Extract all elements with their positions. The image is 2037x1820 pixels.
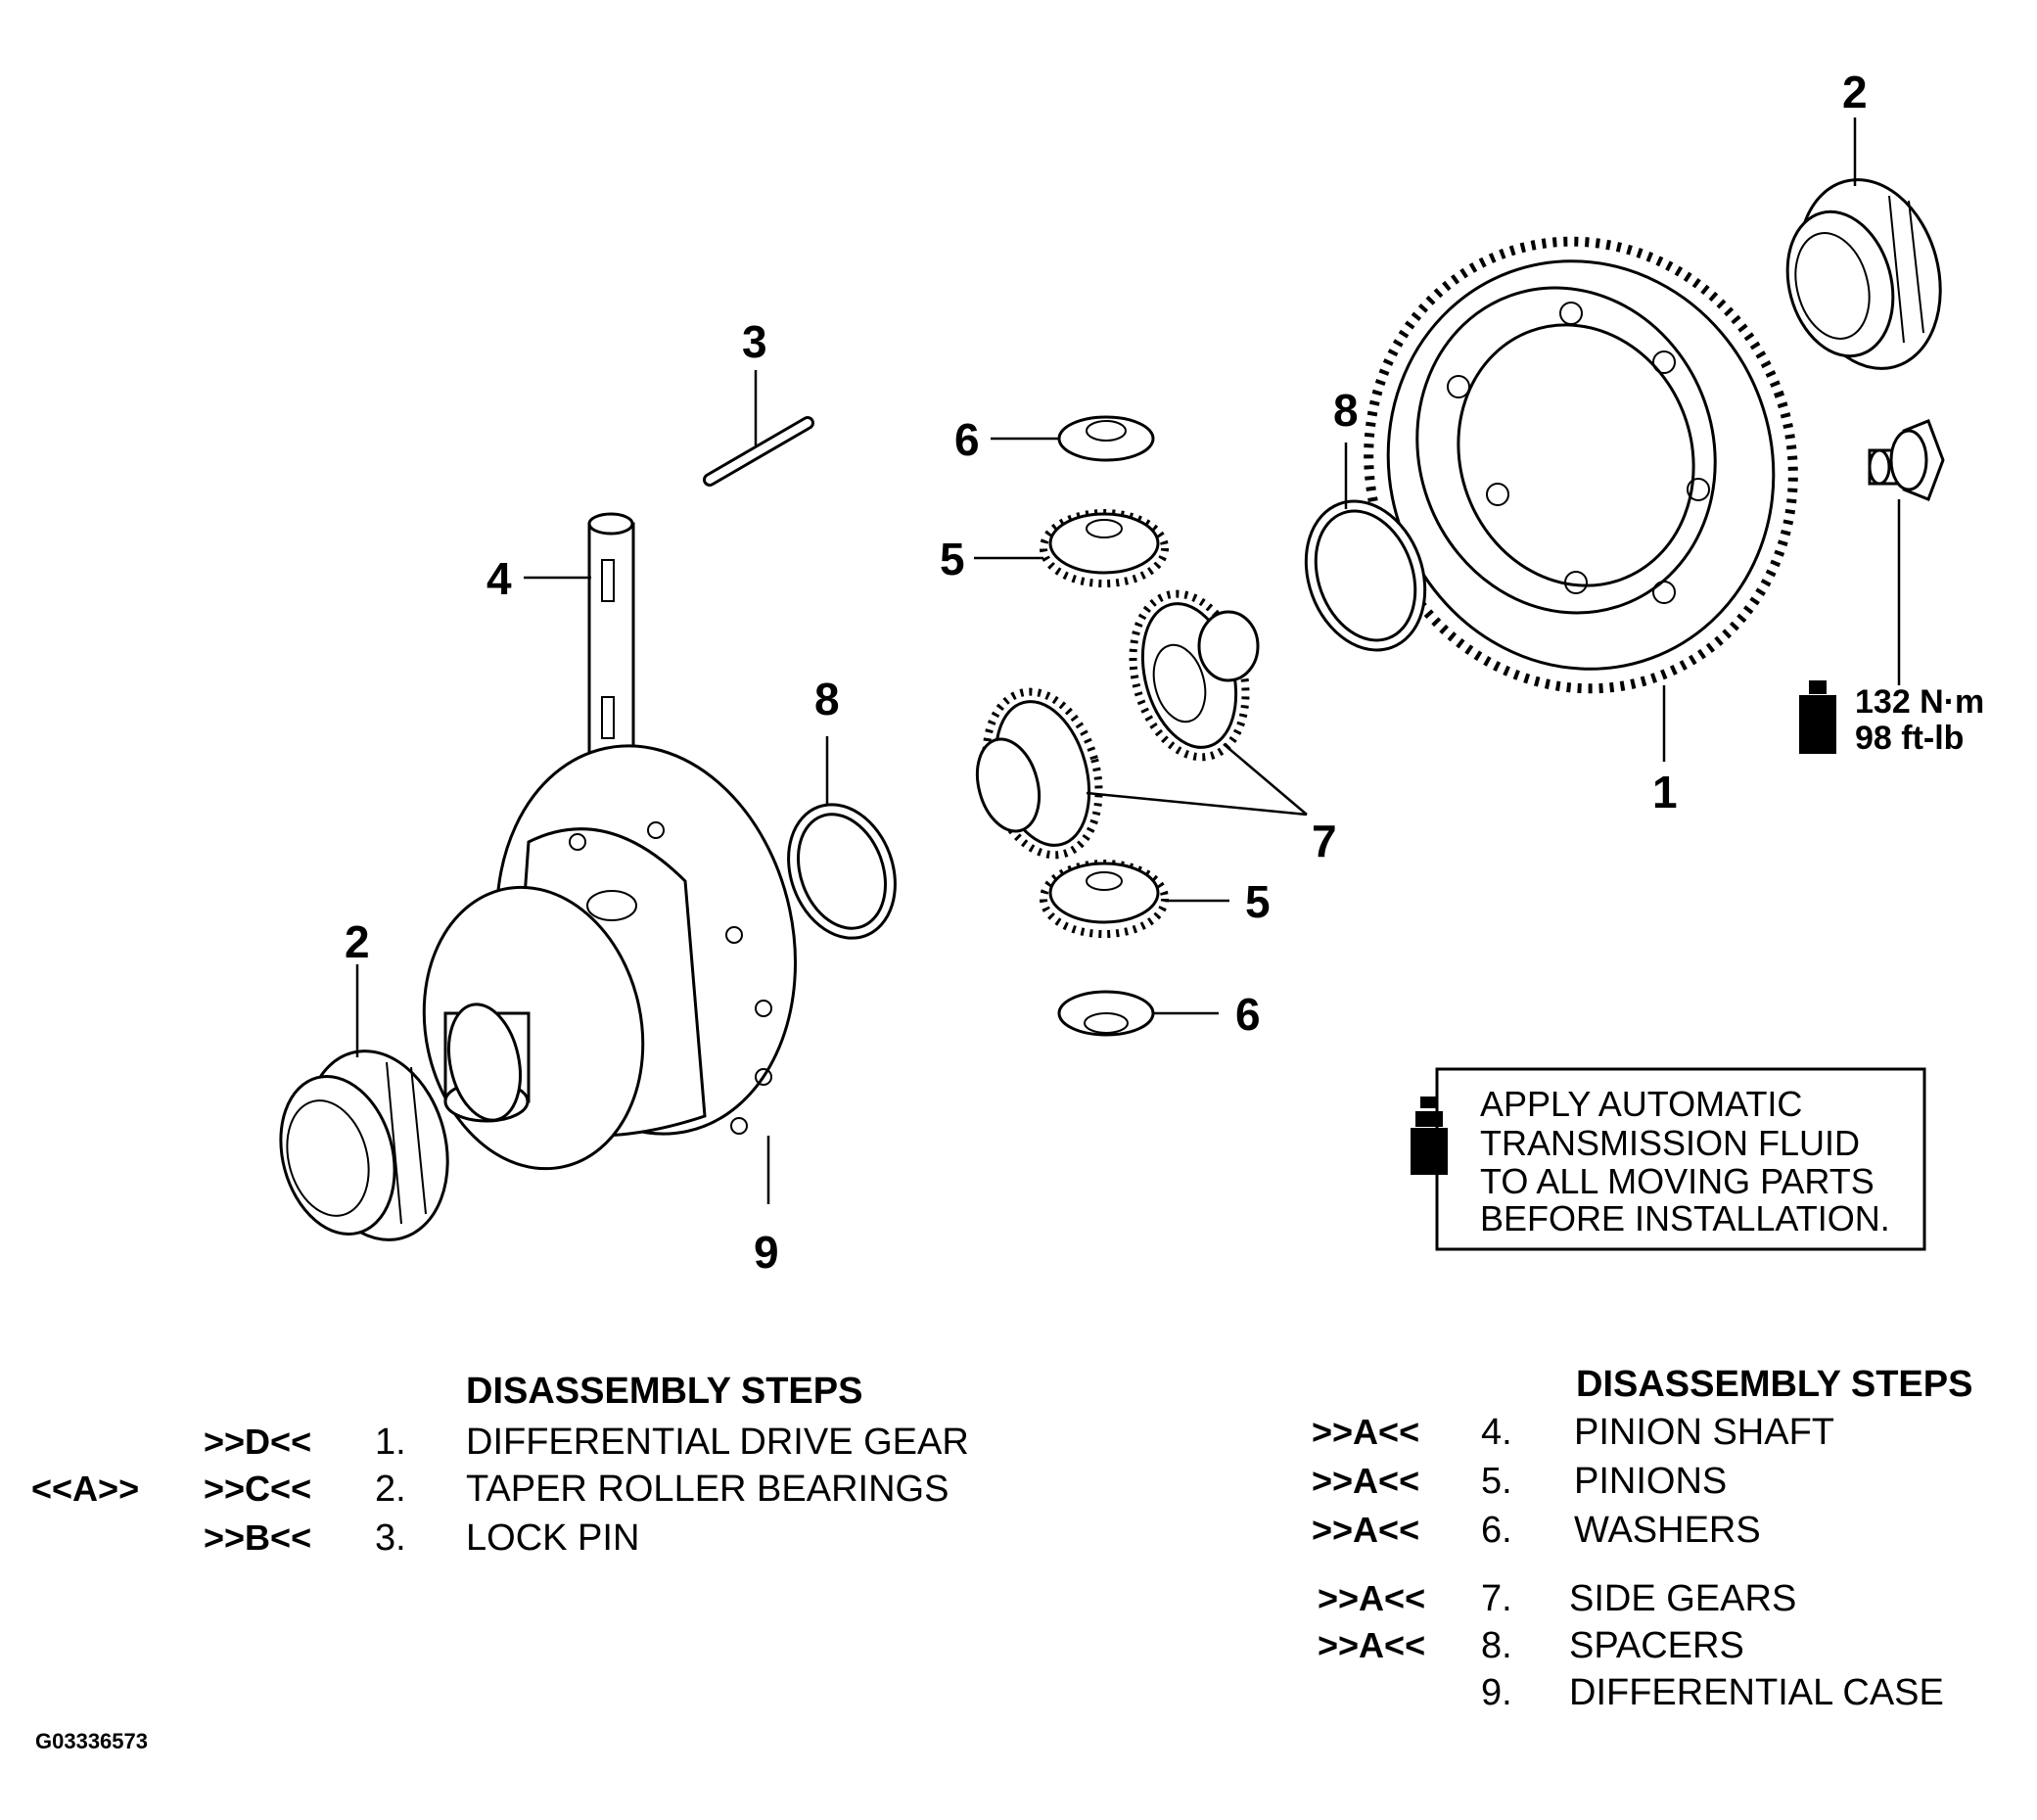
torque-bottle-icon xyxy=(1799,680,1836,754)
disassembly-code: >>A<< xyxy=(1312,1461,1420,1501)
step-name: DIFFERENTIAL DRIVE GEAR xyxy=(466,1422,969,1463)
drive-gear-illustration xyxy=(1364,236,1798,694)
disassembly-code: >>A<< xyxy=(1312,1412,1420,1452)
spacer-upper-illustration xyxy=(1304,499,1427,652)
step-number: 9. xyxy=(1481,1672,1512,1713)
callout-2-lower: 2 xyxy=(345,916,370,967)
step-number: 7. xyxy=(1481,1578,1512,1619)
washer-lower-illustration xyxy=(1057,990,1155,1037)
bearing-lower-illustration xyxy=(279,1050,449,1241)
step-name: LOCK PIN xyxy=(466,1517,640,1559)
callout-4: 4 xyxy=(486,553,512,604)
note-line-1: APPLY AUTOMATIC xyxy=(1480,1084,1802,1124)
callout-1: 1 xyxy=(1652,767,1678,817)
step-name: PINIONS xyxy=(1574,1461,1728,1502)
step-name: DIFFERENTIAL CASE xyxy=(1569,1672,1944,1713)
fluid-bottle-icon xyxy=(1411,1097,1448,1175)
step-name: PINION SHAFT xyxy=(1574,1412,1835,1453)
lock-pin-illustration xyxy=(703,416,814,487)
step-number: 2. xyxy=(375,1469,406,1510)
bolt-illustration xyxy=(1868,419,1945,501)
disassembly-code: >>A<< xyxy=(1312,1510,1420,1550)
callout-6-upper: 6 xyxy=(954,414,980,465)
note-line-4: BEFORE INSTALLATION. xyxy=(1480,1198,1890,1238)
assembly-code: <<A>> xyxy=(31,1469,140,1509)
pinion-upper-illustration xyxy=(1040,509,1169,587)
figure-id: G03336573 xyxy=(35,1729,148,1753)
step-number: 5. xyxy=(1481,1461,1512,1502)
step-name: WASHERS xyxy=(1574,1510,1761,1551)
disassembly-code: >>C<< xyxy=(204,1469,312,1509)
torque-ftlb: 98 ft-lb xyxy=(1855,720,1964,757)
step-number: 8. xyxy=(1481,1625,1512,1666)
spacer-lower-illustration xyxy=(787,803,897,940)
differential-case-illustration xyxy=(422,744,798,1171)
disassembly-code: >>B<< xyxy=(204,1517,312,1558)
callout-2-upper: 2 xyxy=(1842,67,1868,117)
step-number: 6. xyxy=(1481,1510,1512,1551)
right-steps-title: DISASSEMBLY STEPS xyxy=(1576,1364,1973,1405)
callout-9: 9 xyxy=(754,1227,779,1278)
step-number: 1. xyxy=(375,1422,406,1463)
side-gear-right-illustration xyxy=(1129,589,1260,762)
note-line-3: TO ALL MOVING PARTS xyxy=(1480,1161,1875,1201)
callout-6-lower: 6 xyxy=(1235,989,1261,1040)
disassembly-code: >>D<< xyxy=(204,1422,312,1462)
callout-8-upper: 8 xyxy=(1333,385,1359,436)
torque-nm: 132 N·m xyxy=(1855,683,1984,721)
callout-8-lower: 8 xyxy=(814,674,840,724)
disassembly-code: >>A<< xyxy=(1318,1578,1426,1618)
pinion-lower-illustration xyxy=(1040,860,1169,938)
left-steps-title: DISASSEMBLY STEPS xyxy=(466,1371,863,1412)
step-number: 3. xyxy=(375,1517,406,1559)
washer-upper-illustration xyxy=(1057,415,1155,462)
step-name: SIDE GEARS xyxy=(1569,1578,1797,1619)
step-number: 4. xyxy=(1481,1412,1512,1453)
callout-3: 3 xyxy=(742,316,767,367)
side-gear-left-illustration xyxy=(975,687,1103,860)
callout-5-upper: 5 xyxy=(940,534,965,584)
fluid-note-box: APPLY AUTOMATIC TRANSMISSION FLUID TO AL… xyxy=(1411,1067,1926,1251)
pinion-shaft-illustration xyxy=(587,512,635,770)
callout-5-lower: 5 xyxy=(1245,876,1271,927)
disassembly-code: >>A<< xyxy=(1318,1625,1426,1665)
step-name: TAPER ROLLER BEARINGS xyxy=(466,1469,949,1510)
callout-7: 7 xyxy=(1312,816,1337,866)
bearing-upper-illustration xyxy=(1785,178,1942,370)
step-name: SPACERS xyxy=(1569,1625,1744,1666)
note-line-2: TRANSMISSION FLUID xyxy=(1480,1123,1860,1163)
